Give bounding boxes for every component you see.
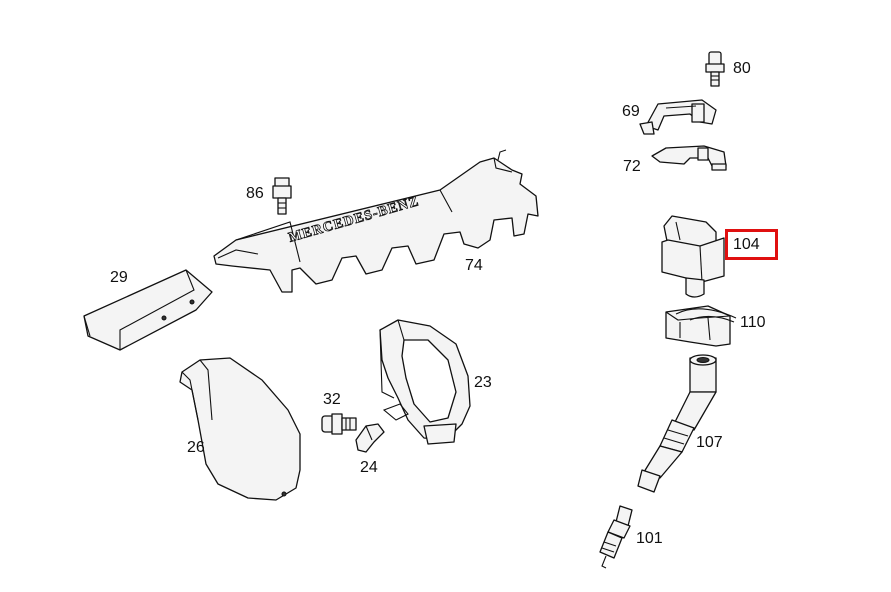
part-69-bracket: [639, 99, 717, 135]
part-label-32: 32: [323, 391, 341, 408]
part-label-101: 101: [636, 530, 663, 547]
part-110-bracket: [665, 305, 737, 347]
part-label-26: 26: [187, 439, 205, 456]
part-107-ignition-lead: [637, 354, 717, 493]
part-29-cover-plate: [83, 269, 213, 351]
part-104-ignition-coil: [661, 215, 725, 298]
part-label-80: 80: [733, 60, 751, 77]
part-label-23: 23: [474, 374, 492, 391]
part-label-69: 69: [622, 103, 640, 120]
part-label-24: 24: [360, 459, 378, 476]
part-74-engine-cover: MERCEDES-BENZ: [213, 149, 539, 293]
part-86-bolt: [272, 177, 292, 215]
part-label-104: 104: [733, 236, 760, 253]
highlight-box-104: [725, 229, 778, 260]
part-label-86: 86: [246, 185, 264, 202]
part-80-bolt: [705, 51, 725, 87]
part-72-bracket: [651, 145, 727, 171]
part-label-110: 110: [740, 314, 766, 331]
part-32-sensor: [321, 413, 357, 435]
part-26-side-cover: [179, 357, 301, 501]
part-label-72: 72: [623, 158, 641, 175]
part-label-29: 29: [110, 269, 128, 286]
part-101-spark-plug: [599, 505, 633, 569]
part-label-107: 107: [696, 434, 723, 451]
part-24-clip: [355, 423, 385, 453]
part-23-housing: [379, 319, 471, 445]
part-label-74: 74: [465, 257, 483, 274]
